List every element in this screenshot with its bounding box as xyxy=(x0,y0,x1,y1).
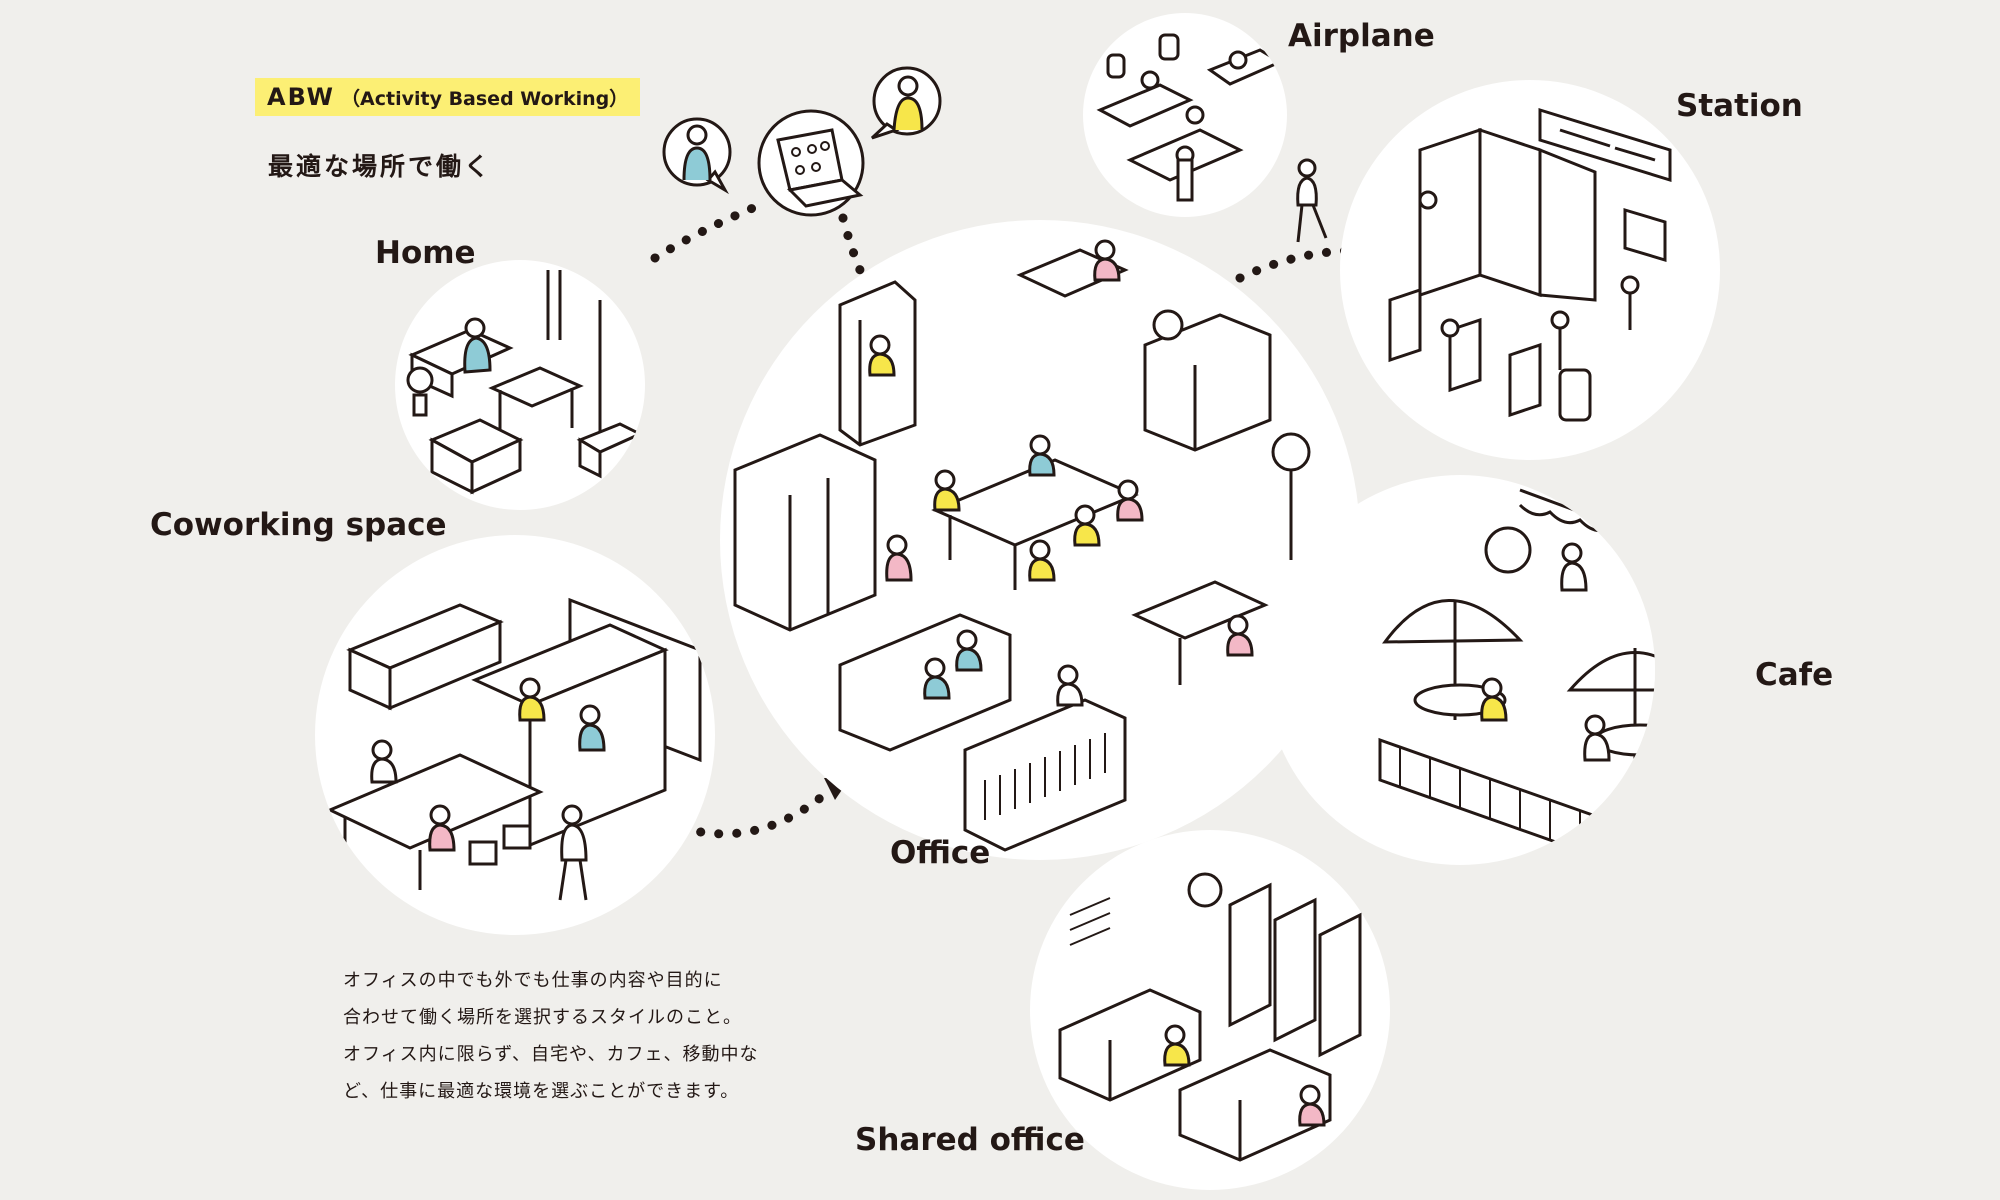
walking-person-icon xyxy=(1296,158,1328,243)
description-line: 合わせて働く場所を選択するスタイルのこと。 xyxy=(343,1007,742,1028)
office-scene xyxy=(720,220,1360,860)
description-line: オフィスの中でも外でも仕事の内容や目的に xyxy=(343,970,723,991)
abw-badge: ABW （Activity Based Working） xyxy=(255,78,641,116)
video-call-scene xyxy=(662,66,942,217)
label-coworking: Coworking space xyxy=(150,507,447,543)
home-scene xyxy=(395,260,645,510)
label-airplane: Airplane xyxy=(1288,18,1435,54)
description-line: ど、仕事に最適な環境を選ぶことができます。 xyxy=(343,1081,740,1102)
description-line: オフィス内に限らず、自宅や、カフェ、移動中な xyxy=(343,1044,759,1065)
coworking-scene xyxy=(315,535,715,935)
label-home: Home xyxy=(375,235,476,271)
cafe-scene xyxy=(1265,475,1655,865)
badge-sub: （Activity Based Working） xyxy=(341,87,629,110)
label-office: Office xyxy=(890,835,991,871)
description-text: オフィスの中でも外でも仕事の内容や目的に 合わせて働く場所を選択するスタイルのこ… xyxy=(343,962,803,1110)
label-cafe: Cafe xyxy=(1755,657,1834,693)
label-station: Station xyxy=(1676,88,1803,124)
badge-main: ABW xyxy=(267,83,336,111)
shared-office-scene xyxy=(1030,830,1390,1190)
label-shared-office: Shared office xyxy=(855,1122,1085,1158)
station-scene xyxy=(1340,80,1720,460)
page-subtitle: 最適な場所で働く xyxy=(268,152,493,181)
airplane-scene xyxy=(1083,13,1287,217)
